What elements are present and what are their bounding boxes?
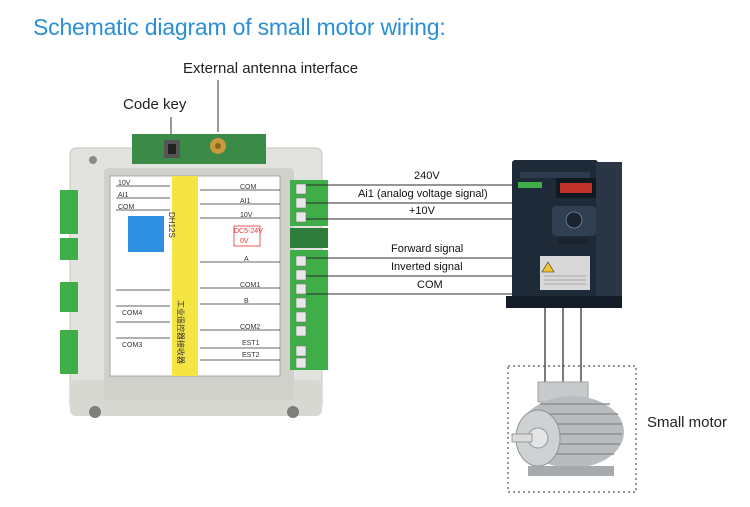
wire-label-inverted: Inverted signal bbox=[391, 261, 463, 273]
mount-hole bbox=[89, 406, 101, 418]
right-terminal-block-spare bbox=[290, 228, 328, 248]
terminal-label-est1: EST1 bbox=[242, 340, 260, 347]
terminal-label-com1: COM1 bbox=[240, 282, 261, 289]
receiver-unit bbox=[60, 134, 328, 418]
motor-dotted-frame bbox=[507, 365, 637, 493]
terminal-label-com2: COM2 bbox=[240, 324, 261, 331]
antenna-callout-label: External antenna interface bbox=[183, 60, 359, 77]
yellow-band bbox=[172, 176, 198, 376]
receiver-pcb bbox=[132, 134, 266, 164]
signal-wires bbox=[306, 184, 514, 295]
blue-block bbox=[128, 216, 164, 252]
page-title: Schematic diagram of small motor wiring: bbox=[33, 14, 446, 40]
supply-voltage-label: DC5-24V bbox=[234, 228, 263, 235]
motor-image bbox=[511, 381, 624, 476]
wire-label-240v: 240V bbox=[414, 170, 440, 182]
inverter-unit bbox=[506, 160, 622, 308]
motor-cables bbox=[544, 308, 582, 392]
wire-label-com: COM bbox=[417, 279, 443, 291]
left-terminal-label-ai1: AI1 bbox=[118, 192, 129, 199]
terminal-label-10v: 10V bbox=[240, 212, 253, 219]
terminal-label-ai1: AI1 bbox=[240, 198, 251, 205]
terminal-label-b: B bbox=[244, 298, 249, 305]
mount-hole bbox=[89, 156, 97, 164]
left-terminal-block bbox=[60, 190, 78, 234]
com4-label: COM4 bbox=[122, 310, 143, 317]
wire-label-forward: Forward signal bbox=[391, 243, 464, 255]
inverter-warning-label bbox=[540, 256, 590, 290]
mount-hole bbox=[287, 406, 299, 418]
receiver-model: DH12S bbox=[167, 212, 176, 238]
terminal-label-est2: EST2 bbox=[242, 352, 260, 359]
terminal-label-com: COM bbox=[240, 184, 257, 191]
left-terminal-label-10v: 10V bbox=[118, 180, 131, 187]
receiver-vertical-label: 工业遥控器接收器 bbox=[176, 300, 185, 364]
supply-zero-label: 0V bbox=[240, 238, 249, 245]
left-terminal-block bbox=[60, 238, 78, 260]
terminal-label-a: A bbox=[244, 256, 249, 263]
code-key-callout-label: Code key bbox=[123, 96, 187, 113]
left-terminal-label-com: COM bbox=[118, 204, 135, 211]
left-terminal-block bbox=[60, 330, 78, 374]
small-motor-callout-label: Small motor bbox=[647, 414, 728, 431]
com3-label: COM3 bbox=[122, 342, 143, 349]
wire-label-ai1: Ai1 (analog voltage signal) bbox=[358, 188, 488, 200]
wire-label-10v: +10V bbox=[409, 205, 435, 217]
left-terminal-block bbox=[60, 282, 78, 312]
